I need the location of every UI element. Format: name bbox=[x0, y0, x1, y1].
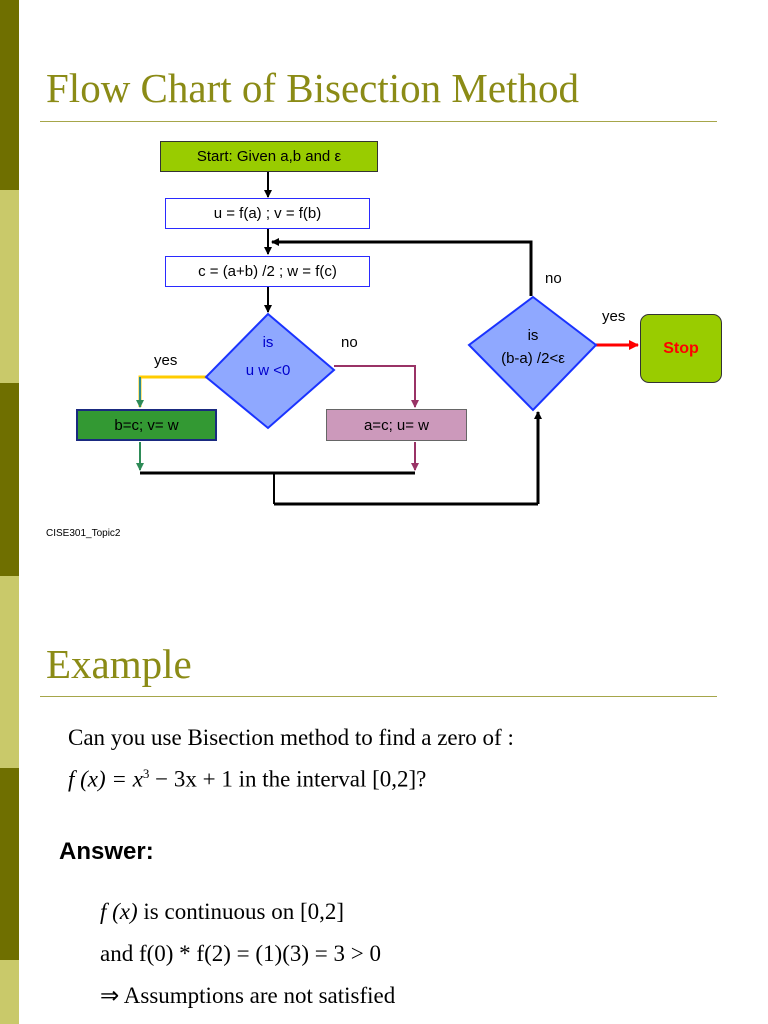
stripe bbox=[0, 768, 19, 960]
slide-footer: CISE301_Topic2 bbox=[46, 528, 121, 539]
answer-line-3: ⇒ Assumptions are not satisfied bbox=[100, 983, 395, 1009]
question-equation: f (x) = x3 − 3x + 1 in the interval [0,2… bbox=[68, 766, 426, 793]
answer-label: Answer: bbox=[59, 838, 154, 865]
left-update-box: b=c; v= w bbox=[76, 409, 217, 441]
question-line: Can you use Bisection method to find a z… bbox=[68, 725, 514, 750]
implies-icon: ⇒ bbox=[100, 983, 120, 1008]
equation-fx: f (x) = x bbox=[68, 766, 143, 792]
stripe bbox=[0, 960, 19, 1024]
answer-fx: f (x) bbox=[100, 899, 138, 924]
yes-label-left: yes bbox=[154, 352, 178, 369]
decision2-line1: is bbox=[527, 327, 539, 344]
stripe bbox=[0, 0, 19, 190]
answer-line-1: f (x) is continuous on [0,2] bbox=[100, 899, 344, 925]
decision1-line1: is bbox=[262, 334, 274, 351]
no-label-top: no bbox=[545, 270, 562, 287]
flowchart-connectors bbox=[136, 172, 639, 506]
equation-exponent: 3 bbox=[142, 766, 150, 781]
example-title: Example bbox=[46, 641, 192, 687]
answer-line-2: and f(0) * f(2) = (1)(3) = 3 > 0 bbox=[100, 941, 381, 966]
stripe bbox=[0, 576, 19, 768]
decision1-line2: u w <0 bbox=[245, 362, 291, 379]
answer-line-3-rest: Assumptions are not satisfied bbox=[119, 983, 396, 1008]
stop-box: Stop bbox=[640, 314, 722, 383]
decision-diamond-1 bbox=[204, 312, 336, 430]
midpoint-box: c = (a+b) /2 ; w = f(c) bbox=[165, 256, 370, 287]
loop-back-line bbox=[271, 238, 533, 296]
init-box: u = f(a) ; v = f(b) bbox=[165, 198, 370, 229]
yes-label-stop: yes bbox=[602, 308, 626, 325]
yes-branch-line bbox=[138, 375, 206, 407]
decision2-line2: (b-a) /2<ε bbox=[501, 350, 565, 367]
example-divider bbox=[40, 696, 717, 697]
decision-diamond-2 bbox=[467, 295, 598, 412]
equation-rest: − 3x + 1 in the interval [0,2]? bbox=[149, 766, 427, 792]
stripe bbox=[0, 190, 19, 383]
start-box: Start: Given a,b and ε bbox=[160, 141, 378, 172]
stripe bbox=[0, 383, 19, 576]
right-update-box: a=c; u= w bbox=[326, 409, 467, 441]
title-divider bbox=[40, 121, 717, 122]
no-label-right: no bbox=[341, 334, 358, 351]
no-branch-line bbox=[334, 365, 419, 408]
answer-line-1-rest: is continuous on [0,2] bbox=[137, 899, 345, 924]
slide-title: Flow Chart of Bisection Method bbox=[46, 65, 579, 111]
